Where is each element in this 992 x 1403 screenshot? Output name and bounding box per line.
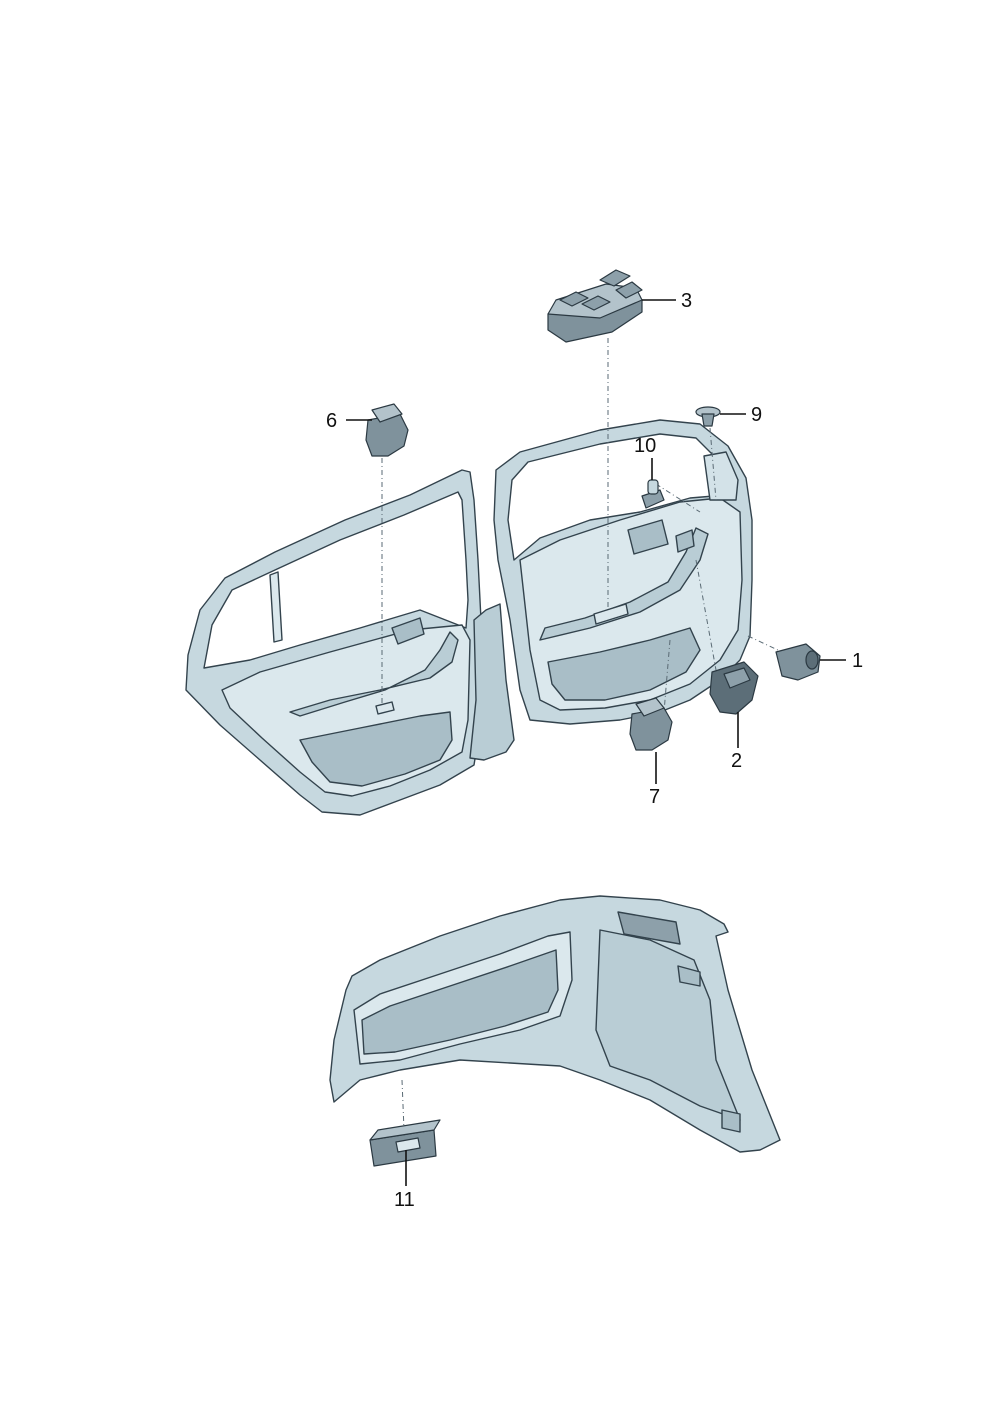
callout-6: 6 bbox=[326, 410, 337, 432]
luggage-side-trim bbox=[329, 895, 781, 1153]
callout-1: 1 bbox=[852, 650, 863, 672]
part-10-glass bbox=[647, 479, 659, 495]
part-2-face bbox=[723, 667, 751, 689]
front-door-pocket bbox=[547, 627, 701, 701]
luggage-trim-vent bbox=[617, 911, 681, 945]
callout-3: 3 bbox=[681, 290, 692, 312]
rear-door-window-pillar bbox=[269, 571, 283, 643]
part-3-switch-a bbox=[559, 291, 589, 307]
part-6-body bbox=[365, 413, 409, 457]
callout-9: 9 bbox=[751, 404, 762, 426]
assembly-line-11 bbox=[401, 1079, 405, 1131]
part-6-rear-window-switch bbox=[365, 403, 409, 457]
luggage-trim-hook bbox=[677, 965, 701, 987]
part-2-mirror-switch bbox=[709, 661, 759, 715]
rear-door-handle-recess bbox=[391, 617, 425, 645]
front-door-armrest bbox=[539, 527, 709, 641]
rear-door-window-frame bbox=[203, 491, 469, 669]
assembly-lines bbox=[381, 338, 783, 1131]
b-pillar bbox=[469, 603, 515, 761]
callout-2: 2 bbox=[731, 750, 742, 772]
part-7-window-switch bbox=[629, 697, 673, 751]
luggage-trim-inner-recess bbox=[361, 949, 559, 1055]
rear-door-pocket bbox=[299, 711, 453, 787]
part-3-window-switch-cluster bbox=[547, 269, 643, 343]
callout-11: 11 bbox=[394, 1189, 415, 1211]
part-7-body bbox=[629, 707, 673, 751]
callout-7: 7 bbox=[649, 786, 660, 808]
front-door-switch-recess bbox=[593, 603, 629, 625]
assembly-line-9 bbox=[709, 427, 717, 501]
part-3-switch-c bbox=[599, 269, 631, 287]
leader-lines bbox=[346, 299, 846, 1186]
part-1-switch-knob bbox=[775, 643, 821, 681]
part-2-body bbox=[709, 661, 759, 715]
assembly-line-7 bbox=[663, 639, 671, 713]
part-1-knob bbox=[805, 650, 819, 670]
part-7-top bbox=[635, 697, 665, 717]
part-3-switch-d bbox=[615, 281, 643, 299]
part-11-top bbox=[369, 1119, 441, 1141]
rear-door-panel bbox=[185, 469, 483, 816]
rear-door-armrest bbox=[289, 631, 459, 717]
part-9-stem bbox=[701, 413, 715, 427]
callout-labels: 1 2 3 6 7 9 10 11 bbox=[326, 290, 863, 1211]
part-6-top bbox=[371, 403, 403, 423]
assembly-line-10 bbox=[655, 483, 701, 513]
part-11-luggage-lamp bbox=[369, 1119, 441, 1167]
part-10-bulb bbox=[641, 479, 665, 509]
callout-10: 10 bbox=[634, 435, 656, 457]
front-door-handle-recess bbox=[627, 519, 669, 555]
part-9-clip bbox=[695, 406, 721, 427]
luggage-trim-lamp-recess bbox=[721, 1109, 741, 1133]
front-door-mirror-switch-recess bbox=[675, 529, 695, 553]
part-3-switch-b bbox=[581, 295, 611, 311]
part-11-lens bbox=[395, 1137, 421, 1153]
assembly-line-1 bbox=[747, 635, 783, 653]
rear-door-switch-recess bbox=[375, 701, 395, 715]
